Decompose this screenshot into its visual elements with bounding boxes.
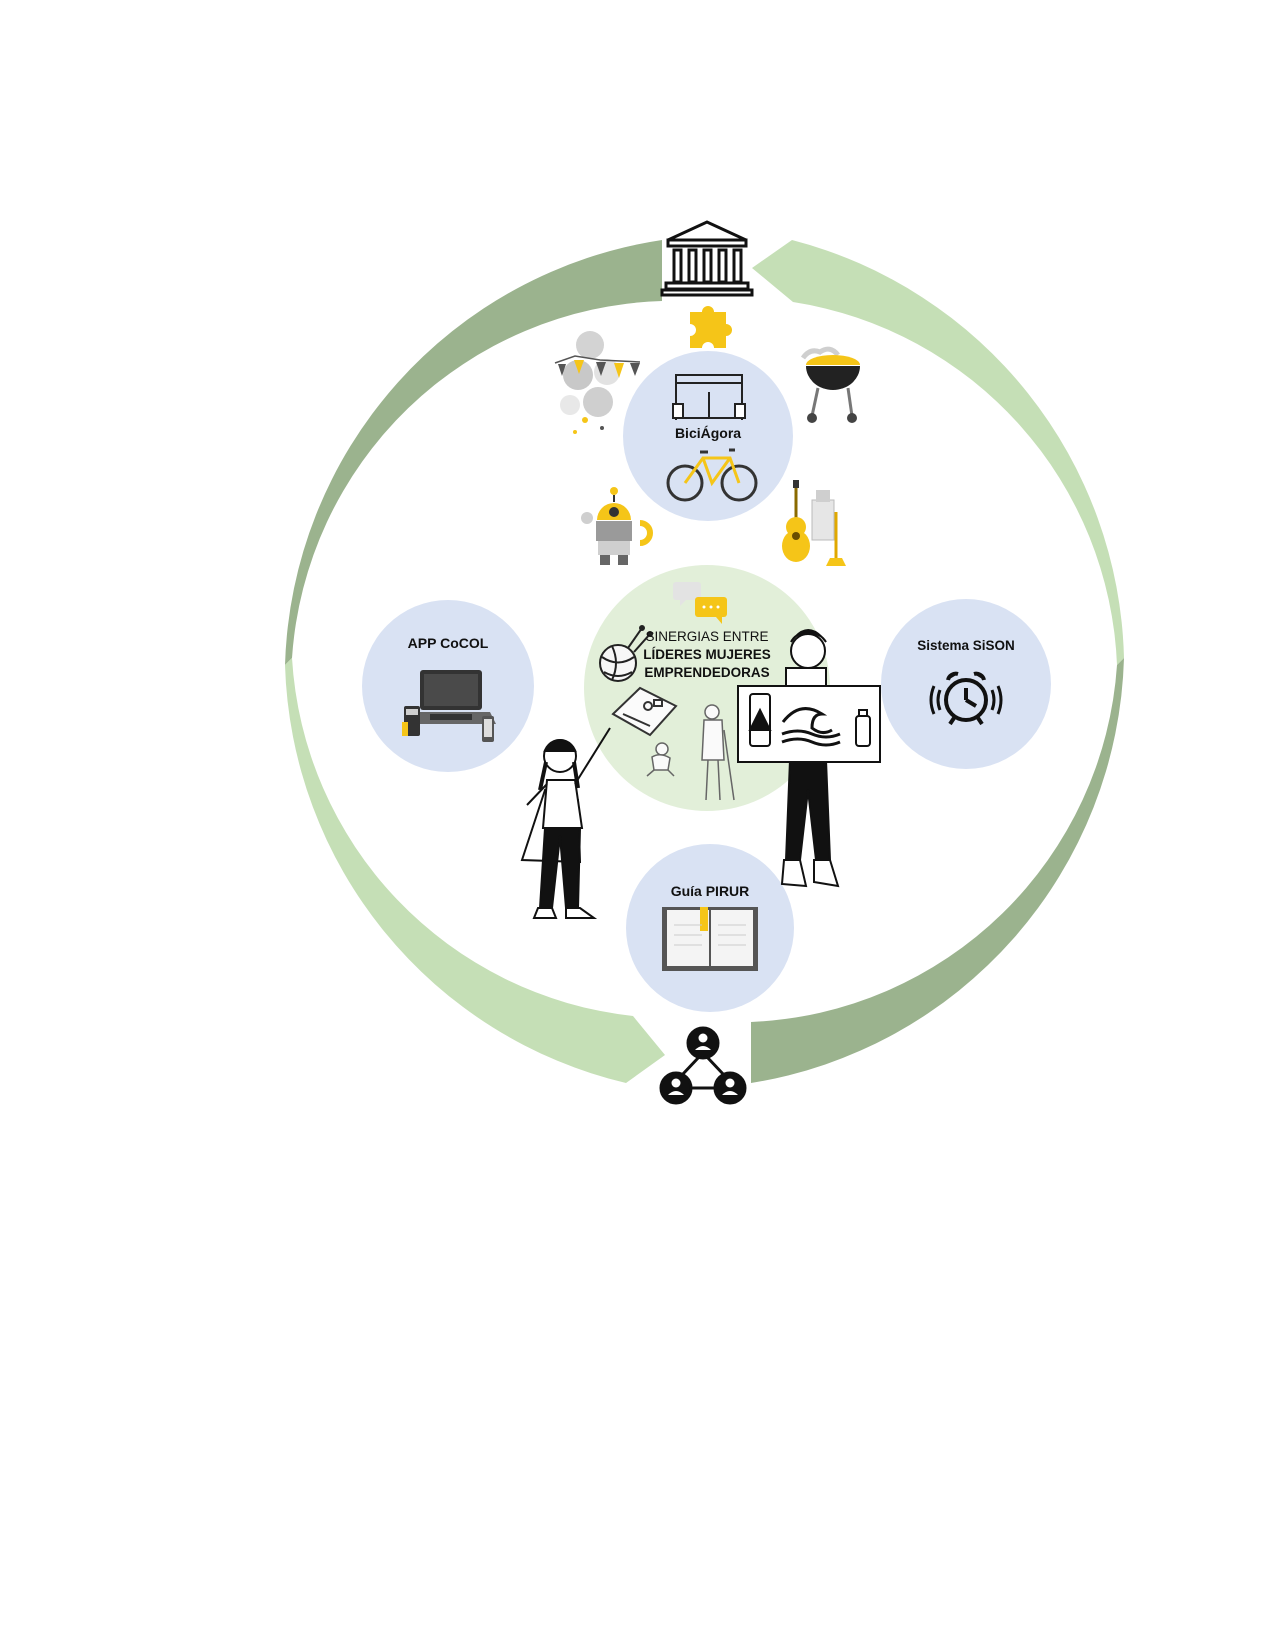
stage-truss-icon (672, 374, 746, 420)
biciagora-title: BiciÁgora (674, 425, 742, 441)
alarm-clock-icon (929, 671, 1003, 726)
speech-bubbles-icon (673, 582, 727, 624)
cycle-arc-top-right (752, 240, 1124, 665)
center-line-3: EMPRENDEDORAS (644, 665, 770, 680)
yarn-ball-icon (599, 625, 653, 682)
music-instruments-icon (782, 480, 846, 566)
center-line-1: SINERGIAS ENTRE (645, 629, 769, 644)
baby-icon (646, 742, 675, 777)
hub-biciagora (623, 351, 793, 521)
center-synergy-text: SINERGIAS ENTRE LÍDERES MUJERES EMPRENDE… (612, 628, 802, 682)
government-building-icon (660, 220, 754, 297)
laptop-icon (406, 670, 496, 724)
barbecue-grill-icon (800, 346, 860, 423)
elderly-person-icon (701, 704, 735, 801)
girl-hero-figure (520, 727, 611, 919)
puzzle-piece-icon (690, 306, 732, 348)
robot-icon (581, 487, 653, 565)
people-network-icon (659, 1026, 747, 1105)
open-book-icon (662, 907, 758, 971)
app-cocol-title: APP CoCOL (407, 635, 489, 651)
woman-holding-sign-figure (737, 629, 881, 888)
hub-sistema-sison (881, 599, 1051, 769)
center-line-2: LÍDERES MUJERES (643, 647, 771, 662)
cycle-arc-bottom-left (285, 658, 665, 1083)
balloons-icon (554, 331, 641, 434)
cycle-arc-bottom-right (751, 658, 1124, 1083)
calculator-icon (402, 706, 420, 736)
cycle-arc-top-left (285, 240, 662, 665)
notebook-icon (611, 686, 678, 737)
guia-pirur-title: Guía PIRUR (670, 883, 750, 899)
sistema-sison-title: Sistema SiSON (917, 638, 1015, 653)
bicycle-icon (666, 448, 758, 502)
phone-icon (482, 716, 494, 742)
